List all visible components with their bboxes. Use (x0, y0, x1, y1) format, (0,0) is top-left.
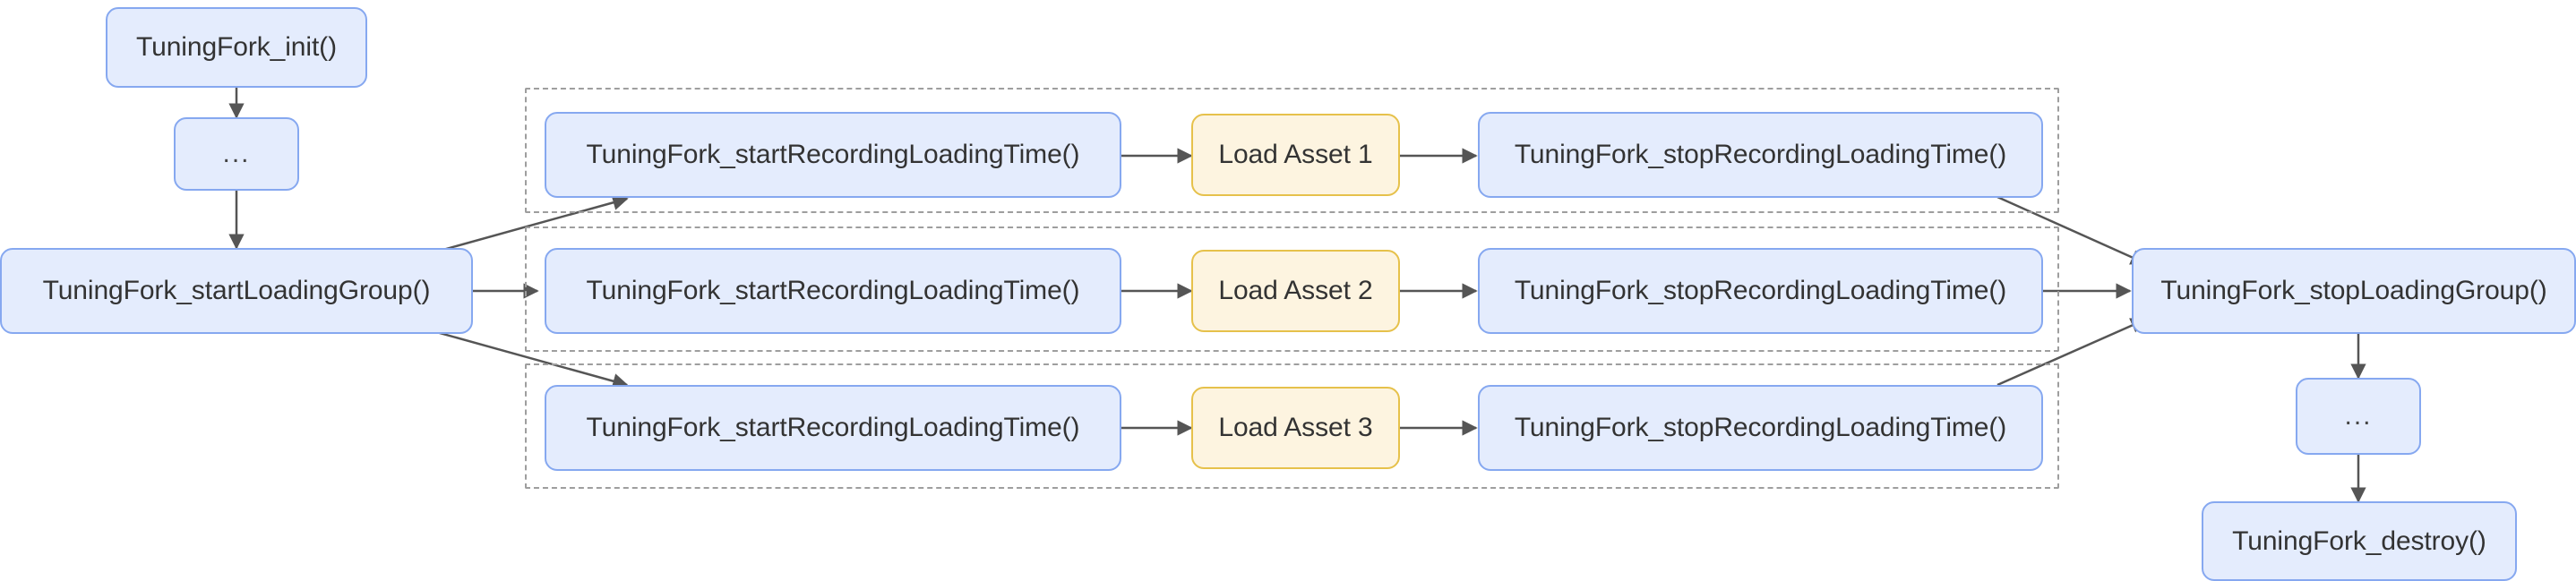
node-tuningfork-init[interactable]: TuningFork_init() (106, 7, 367, 88)
node-ellipsis-bottom[interactable]: ... (2296, 378, 2421, 455)
loading-group-box-1 (525, 88, 2059, 213)
node-load-asset-2[interactable]: Load Asset 2 (1191, 250, 1400, 332)
node-load-asset-1[interactable]: Load Asset 1 (1191, 114, 1400, 196)
node-tuningfork-destroy[interactable]: TuningFork_destroy() (2202, 501, 2517, 581)
node-start-recording-1[interactable]: TuningFork_startRecordingLoadingTime() (545, 112, 1121, 198)
node-stop-recording-2[interactable]: TuningFork_stopRecordingLoadingTime() (1478, 248, 2043, 334)
node-stop-loading-group[interactable]: TuningFork_stopLoadingGroup() (2132, 248, 2576, 334)
node-start-recording-3[interactable]: TuningFork_startRecordingLoadingTime() (545, 385, 1121, 471)
node-start-loading-group[interactable]: TuningFork_startLoadingGroup() (0, 248, 473, 334)
node-stop-recording-3[interactable]: TuningFork_stopRecordingLoadingTime() (1478, 385, 2043, 471)
node-stop-recording-1[interactable]: TuningFork_stopRecordingLoadingTime() (1478, 112, 2043, 198)
node-load-asset-3[interactable]: Load Asset 3 (1191, 387, 1400, 469)
loading-group-box-2 (525, 226, 2059, 352)
node-start-recording-2[interactable]: TuningFork_startRecordingLoadingTime() (545, 248, 1121, 334)
node-ellipsis-top[interactable]: ... (174, 117, 299, 191)
loading-group-box-3 (525, 363, 2059, 489)
